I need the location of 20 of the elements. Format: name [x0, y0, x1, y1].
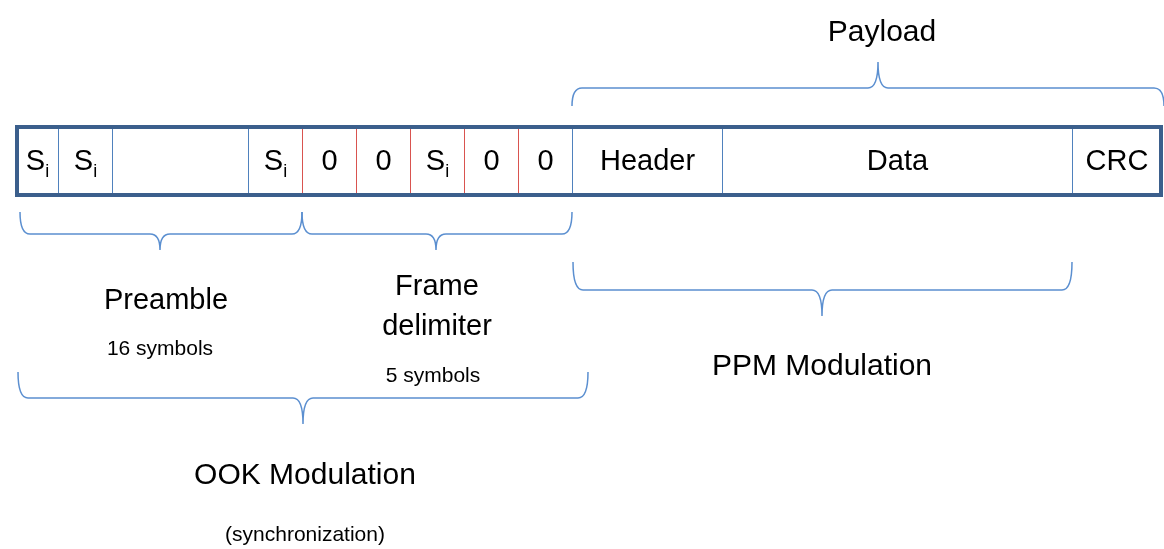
- bracket-label: OOK Modulation: [193, 456, 417, 492]
- field-label: S$_{i}$: [73, 143, 98, 183]
- field-label: CRC: [1085, 143, 1149, 179]
- frame-bar: [15, 125, 1163, 197]
- bracket-label: Preamble: [102, 282, 230, 317]
- bracket-label: Frame delimiter: [381, 268, 493, 343]
- bracket-label: PPM Modulation: [710, 347, 934, 383]
- field-label: S$_{i}$: [263, 143, 288, 183]
- bracket-label: 5 symbols: [384, 362, 482, 388]
- field-label: 0: [483, 143, 500, 179]
- field-label: 0: [375, 143, 392, 179]
- bracket-label: Payload: [826, 13, 938, 49]
- field-label: Data: [866, 143, 929, 179]
- field-label: S$_{i}$: [25, 143, 50, 183]
- bracket-label: (synchronization): [224, 521, 386, 547]
- field-label: 0: [321, 143, 338, 179]
- bracket-label: 16 symbols: [105, 335, 215, 361]
- field-label: Header: [599, 143, 696, 179]
- field-label: 0: [537, 143, 554, 179]
- field-label: S$_{i}$: [425, 143, 450, 183]
